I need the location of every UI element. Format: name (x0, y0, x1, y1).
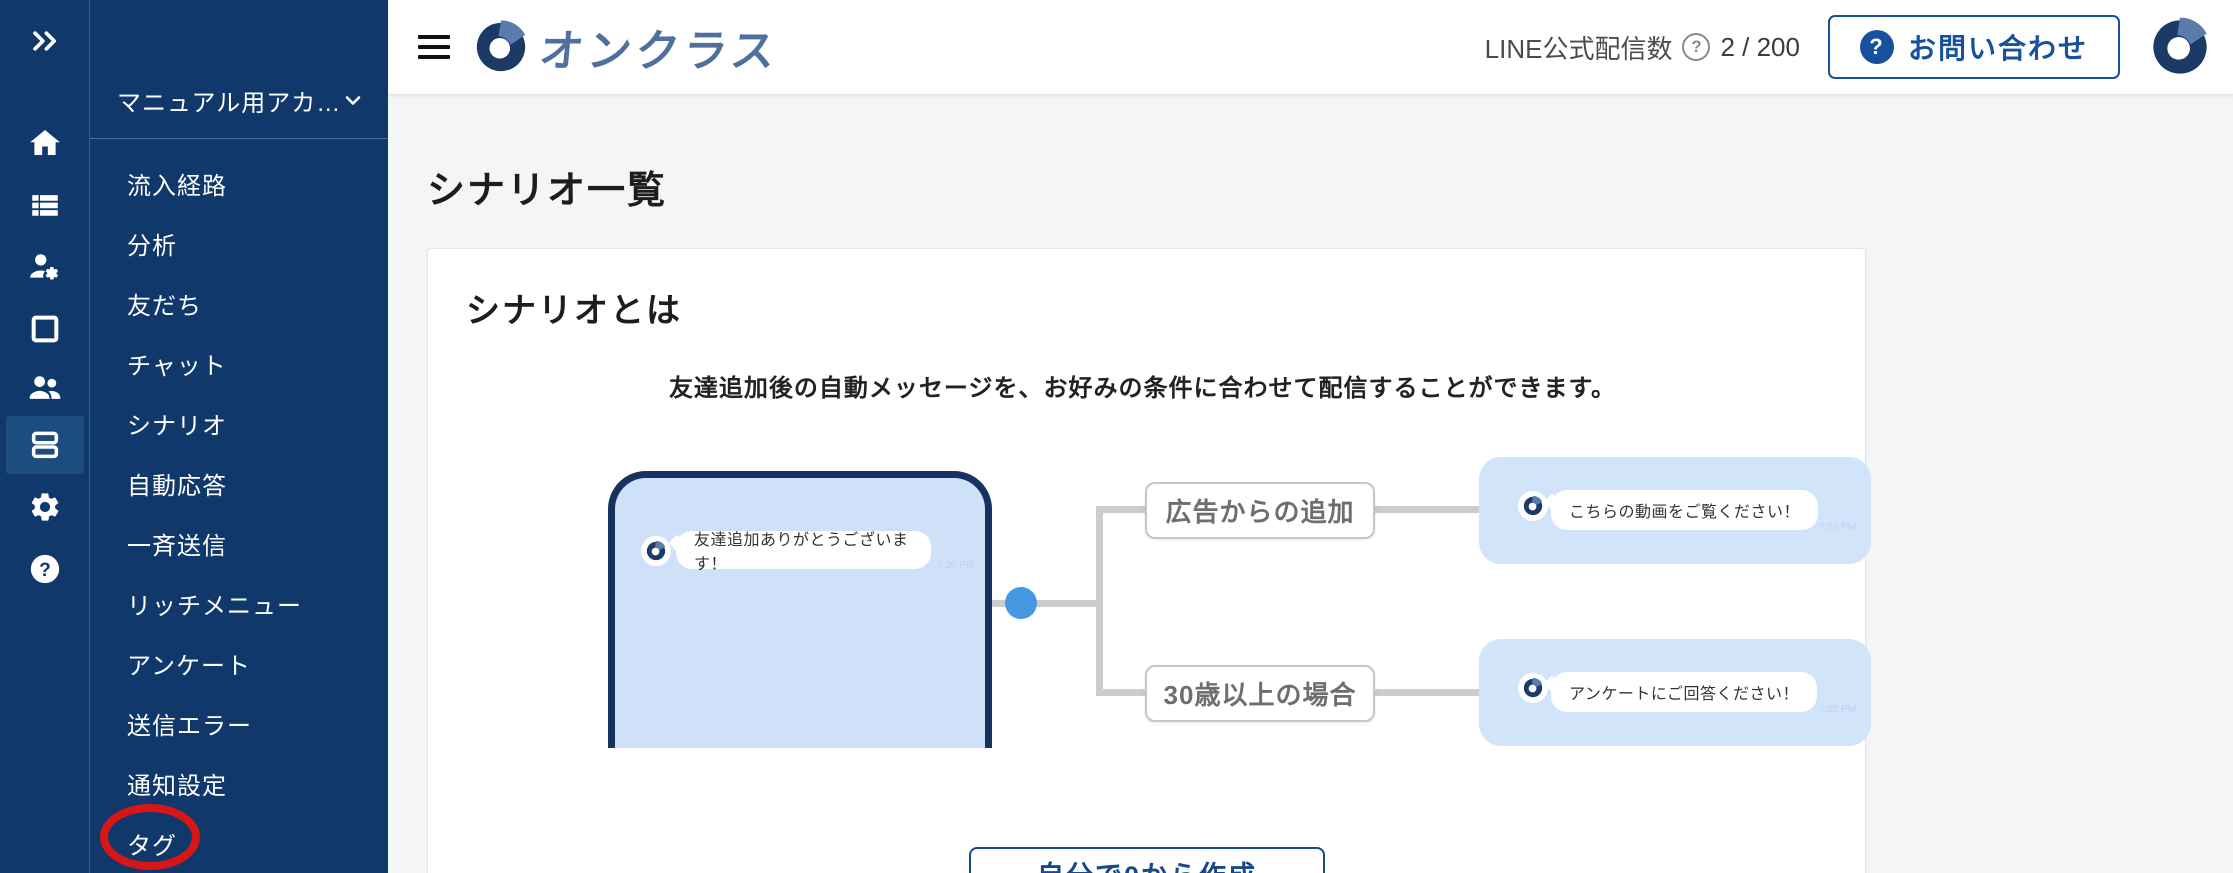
sidebar-item-inflow[interactable]: 流入経路 (127, 172, 227, 200)
rail-help-button[interactable]: ? (6, 540, 84, 598)
list-button[interactable] (6, 176, 84, 234)
top-header: オンクラス LINE公式配信数 ? 2 / 200 ? お問い合わせ (388, 0, 2233, 95)
sidebar-item-scenario[interactable]: シナリオ (127, 412, 227, 440)
reply-bubble: アンケートにご回答ください！ (1543, 672, 1818, 712)
reply-card-survey: アンケートにご回答ください！ 7:20 PM (1479, 639, 1871, 746)
line-quota-label: LINE公式配信数 (1484, 33, 1673, 64)
header-right: LINE公式配信数 ? 2 / 200 ? お問い合わせ (1485, 15, 2212, 79)
create-scenario-button[interactable]: 自分で0から作成 (969, 847, 1325, 873)
contact-button-label: お問い合わせ (1907, 33, 2088, 64)
list-icon (28, 188, 62, 222)
sidebar-item-chat[interactable]: チャット (127, 352, 227, 380)
svg-text:?: ? (39, 560, 51, 581)
sidebar-icon-rail: ? (0, 0, 90, 873)
logo-mark-icon (646, 540, 666, 561)
welcome-message: 友達追加ありがとうございます！ (694, 532, 909, 573)
help-circle-icon: ? (28, 552, 62, 586)
welcome-bubble: 友達追加ありがとうございます！ (668, 531, 931, 573)
double-chevron-right-icon (28, 24, 62, 58)
connector-reply-top (1375, 506, 1479, 513)
account-selector[interactable]: マニュアル用アカ… (90, 78, 388, 122)
line-quota-value: 2 / 200 (1720, 31, 1800, 62)
quota-help-icon[interactable]: ? (1682, 33, 1711, 61)
sidebar-item-send-error[interactable]: 送信エラー (127, 712, 252, 740)
scenario-icon (28, 428, 62, 462)
home-button[interactable] (6, 114, 84, 172)
timestamp: 7:20 PM (937, 560, 975, 571)
scenario-intro-card: シナリオとは 友達追加後の自動メッセージを、お好みの条件に合わせて配信することが… (427, 248, 1871, 873)
sidebar-item-auto-reply[interactable]: 自動応答 (127, 472, 227, 500)
hamburger-menu-icon[interactable] (418, 35, 450, 59)
timestamp: 7:20 PM (1819, 704, 1857, 715)
square-outline-icon (28, 312, 62, 346)
sidebar-item-friends[interactable]: 友だち (127, 292, 202, 320)
card-title: シナリオとは (466, 292, 682, 330)
reply-card-video: こちらの動画をご覧ください！ 7:20 PM (1479, 457, 1871, 564)
logo-text: オンクラス (536, 27, 782, 76)
gear-icon (28, 490, 62, 524)
reply-message: こちらの動画をご覧ください！ (1569, 504, 1801, 521)
card-description: 友達追加後の自動メッセージを、お好みの条件に合わせて配信することができます。 (668, 375, 1617, 402)
sidebar-item-tag[interactable]: タグ (127, 832, 177, 860)
sidebar-item-broadcast[interactable]: 一斉送信 (127, 532, 227, 560)
sidebar-item-survey[interactable]: アンケート (127, 652, 252, 680)
sidebar-divider (90, 138, 388, 139)
person-gear-icon (28, 250, 62, 284)
chat-avatar (1518, 673, 1548, 703)
account-name: マニュアル用アカ… (117, 89, 342, 117)
chat-avatar (1518, 491, 1548, 521)
logo-mark-icon (1523, 677, 1543, 698)
sidebar-item-analytics[interactable]: 分析 (127, 232, 177, 260)
condition-box-age: 30歳以上の場合 (1145, 665, 1375, 722)
home-icon (28, 126, 62, 160)
connector-branch-top (1096, 506, 1145, 513)
chat-avatar (641, 536, 671, 566)
bubble-tail (668, 534, 686, 552)
sidebar: ? マニュアル用アカ… 流入経路 分析 友だち チャット シナリオ 自動応答 一… (0, 0, 388, 873)
sidebar-item-rich-menu[interactable]: リッチメニュー (127, 592, 302, 620)
people-icon (28, 370, 62, 404)
logo-mark-icon (1523, 495, 1543, 516)
phone-mockup: 友達追加ありがとうございます！ 7:20 PM (608, 471, 992, 748)
manage-accounts-button[interactable] (6, 238, 84, 296)
connector-reply-bottom (1375, 689, 1479, 696)
scenario-diagram: 友達追加ありがとうございます！ 7:20 PM 広告からの追加 30歳以上の場合 (518, 457, 1871, 748)
contact-button[interactable]: ? お問い合わせ (1827, 15, 2120, 79)
sidebar-panel: マニュアル用アカ… 流入経路 分析 友だち チャット シナリオ 自動応答 一斉送… (90, 0, 388, 873)
connector-branch-bottom (1096, 689, 1145, 696)
chevron-down-icon (341, 88, 365, 112)
connector-root (992, 600, 1099, 607)
timestamp: 7:20 PM (1819, 522, 1857, 533)
page-content: シナリオ一覧 シナリオとは 友達追加後の自動メッセージを、お好みの条件に合わせて… (388, 95, 2233, 873)
courses-button[interactable] (6, 300, 84, 358)
brand-area: オンクラス (418, 15, 781, 79)
expand-sidebar-button[interactable] (6, 12, 84, 70)
app-logo[interactable]: オンクラス (472, 15, 781, 79)
condition-box-ad: 広告からの追加 (1145, 482, 1375, 539)
question-circle-icon: ? (1859, 30, 1894, 64)
settings-button[interactable] (6, 478, 84, 536)
sidebar-nav: 流入経路 分析 友だち チャット シナリオ 自動応答 一斉送信 リッチメニュー … (90, 153, 388, 873)
line-quota: LINE公式配信数 ? 2 / 200 (1485, 29, 1800, 66)
avatar-logo-icon (2153, 17, 2207, 74)
account-avatar[interactable] (2148, 15, 2212, 79)
branch-dot (1005, 587, 1037, 619)
members-button[interactable] (6, 358, 84, 416)
main-area: オンクラス LINE公式配信数 ? 2 / 200 ? お問い合わせ シナリ (388, 0, 2233, 873)
scenario-rail-button[interactable] (5, 416, 84, 474)
sidebar-item-notification-settings[interactable]: 通知設定 (127, 772, 227, 800)
connector-trunk (1096, 506, 1103, 696)
reply-bubble: こちらの動画をご覧ください！ (1543, 490, 1819, 530)
reply-message: アンケートにご回答ください！ (1569, 686, 1800, 703)
page-title: シナリオ一覧 (427, 170, 668, 212)
logo-mark-icon (476, 20, 526, 72)
